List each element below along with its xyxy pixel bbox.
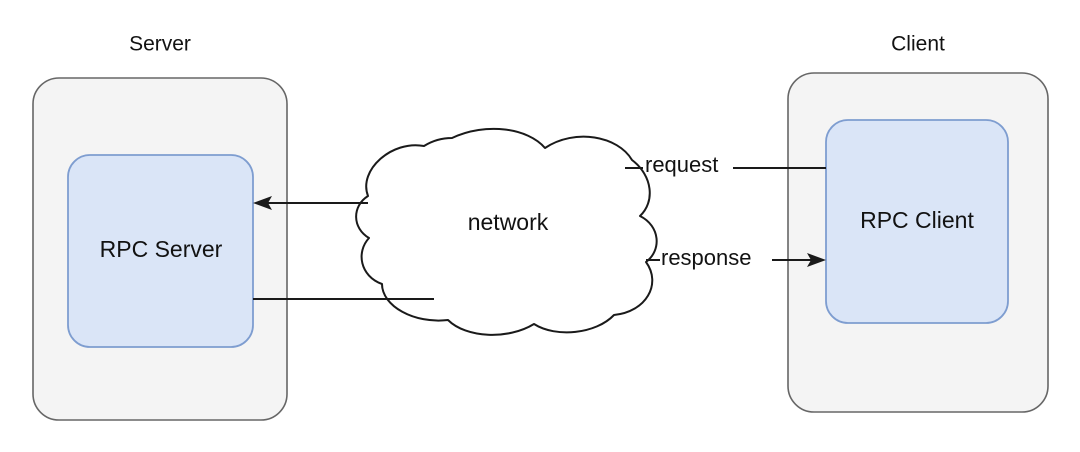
rpc-client-node-box[interactable] [825, 119, 1009, 324]
client-group: Client RPC Client [787, 33, 1049, 413]
server-group: Server RPC Server [32, 33, 288, 421]
rpc-client-node-label: RPC Client [860, 207, 974, 233]
response-edge-label: response [661, 245, 752, 270]
client-group-title: Client [891, 33, 945, 56]
network-cloud-group: network [355, 127, 658, 336]
response-arrowhead-icon [807, 253, 826, 267]
server-group-title: Server [129, 33, 191, 56]
rpc-server-node-box[interactable] [67, 154, 254, 348]
request-edge-label: request [645, 152, 718, 177]
request-flow: request [253, 152, 826, 210]
network-cloud-icon[interactable] [355, 127, 658, 336]
response-flow: response [253, 245, 826, 300]
network-cloud-label: network [468, 209, 549, 235]
request-arrowhead-icon [253, 196, 272, 210]
rpc-server-node-label: RPC Server [100, 236, 223, 262]
